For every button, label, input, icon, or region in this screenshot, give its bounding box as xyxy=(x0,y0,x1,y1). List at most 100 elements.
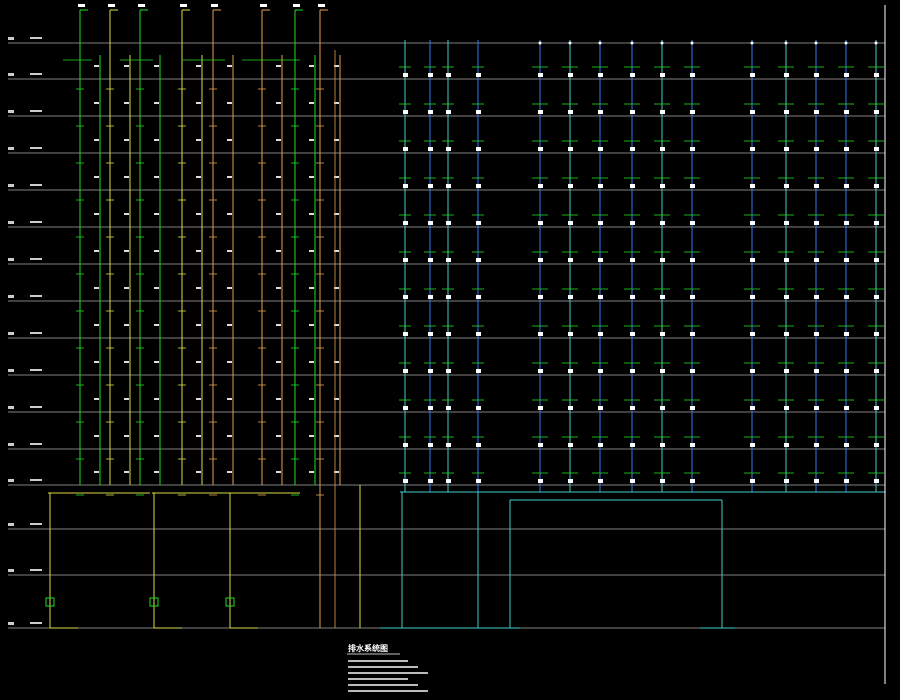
fitting-mark xyxy=(428,295,433,299)
fitting-mark xyxy=(814,295,819,299)
pipe-tag xyxy=(227,471,232,473)
fitting-mark xyxy=(538,184,543,188)
fitting-mark xyxy=(690,479,695,483)
fitting-mark xyxy=(750,258,755,262)
pipe-tag xyxy=(196,139,201,141)
fitting-mark xyxy=(598,479,603,483)
drawing-notes xyxy=(348,660,428,692)
fitting-mark xyxy=(784,184,789,188)
fitting-mark xyxy=(538,332,543,336)
fitting-mark xyxy=(446,443,451,447)
floor-level-marker xyxy=(8,37,14,40)
fitting-mark xyxy=(598,369,603,373)
fitting-mark xyxy=(814,369,819,373)
fitting-mark xyxy=(446,406,451,410)
fitting-mark xyxy=(784,295,789,299)
fitting-mark xyxy=(568,479,573,483)
fitting-mark xyxy=(568,110,573,114)
fitting-mark xyxy=(630,184,635,188)
fitting-mark xyxy=(814,332,819,336)
pipe-tag xyxy=(227,287,232,289)
elevation-mark xyxy=(30,332,42,334)
pipe-tag xyxy=(124,287,129,289)
fitting-mark xyxy=(874,73,879,77)
floor-level-marker xyxy=(8,184,14,187)
fitting-mark xyxy=(630,258,635,262)
fitting-mark xyxy=(784,73,789,77)
fitting-mark xyxy=(874,221,879,225)
cleanout-box xyxy=(225,597,235,607)
floor-level-marker xyxy=(8,622,14,625)
pipe-tag xyxy=(276,213,281,215)
fitting-mark xyxy=(403,443,408,447)
pipe-tag xyxy=(124,398,129,400)
pipe-tag xyxy=(276,471,281,473)
pipe-tag xyxy=(196,398,201,400)
pipe-tag xyxy=(227,324,232,326)
fitting-mark xyxy=(630,406,635,410)
pipe-tag xyxy=(334,471,339,473)
fitting-mark xyxy=(784,406,789,410)
pipe-tag xyxy=(94,139,99,141)
pipe-tag xyxy=(94,213,99,215)
pipe-tag xyxy=(309,176,314,178)
fitting-mark xyxy=(428,221,433,225)
pipe-tag xyxy=(334,287,339,289)
fitting-mark xyxy=(630,332,635,336)
fitting-mark xyxy=(690,369,695,373)
pipe-tag xyxy=(94,65,99,67)
pipe-tag xyxy=(154,324,159,326)
pipe-tag xyxy=(276,398,281,400)
floor-level-marker xyxy=(8,258,14,261)
fitting-mark xyxy=(476,221,481,225)
pipe-tag xyxy=(334,435,339,437)
fitting-mark xyxy=(750,332,755,336)
fitting-mark xyxy=(874,147,879,151)
pipe-tag xyxy=(276,139,281,141)
fitting-mark xyxy=(630,479,635,483)
fitting-mark xyxy=(844,147,849,151)
pipe-tag xyxy=(227,250,232,252)
fitting-mark xyxy=(428,147,433,151)
left-stack-group xyxy=(63,4,341,628)
fitting-mark xyxy=(844,258,849,262)
fitting-mark xyxy=(874,332,879,336)
fitting-mark xyxy=(660,73,665,77)
fitting-mark xyxy=(750,443,755,447)
fitting-mark xyxy=(844,110,849,114)
pipe-tag xyxy=(276,324,281,326)
fitting-mark xyxy=(814,110,819,114)
stack-top-node xyxy=(874,41,878,45)
stack-top-node xyxy=(538,41,542,45)
fitting-mark xyxy=(750,295,755,299)
fitting-mark xyxy=(874,369,879,373)
fitting-mark xyxy=(844,479,849,483)
fitting-mark xyxy=(874,295,879,299)
pipe-tag xyxy=(334,102,339,104)
fitting-mark xyxy=(598,258,603,262)
fitting-mark xyxy=(690,258,695,262)
elevation-mark xyxy=(30,221,42,223)
fitting-mark xyxy=(660,479,665,483)
fitting-mark xyxy=(598,295,603,299)
pipe-tag xyxy=(124,471,129,473)
floor-level-marker xyxy=(8,221,14,224)
pipe-tag xyxy=(334,176,339,178)
pipe-tag xyxy=(309,361,314,363)
pipe-tag xyxy=(94,435,99,437)
pipe-tag xyxy=(227,361,232,363)
pipe-tag xyxy=(334,398,339,400)
pipe-tag xyxy=(334,361,339,363)
fitting-mark xyxy=(874,443,879,447)
fitting-mark xyxy=(690,110,695,114)
fitting-mark xyxy=(660,221,665,225)
pipe-tag xyxy=(124,324,129,326)
fitting-mark xyxy=(630,295,635,299)
pipe-tag xyxy=(309,324,314,326)
pipe-tag xyxy=(154,287,159,289)
pipe-tag xyxy=(276,176,281,178)
pipe-tag xyxy=(124,361,129,363)
fitting-mark xyxy=(784,147,789,151)
fitting-mark xyxy=(598,73,603,77)
